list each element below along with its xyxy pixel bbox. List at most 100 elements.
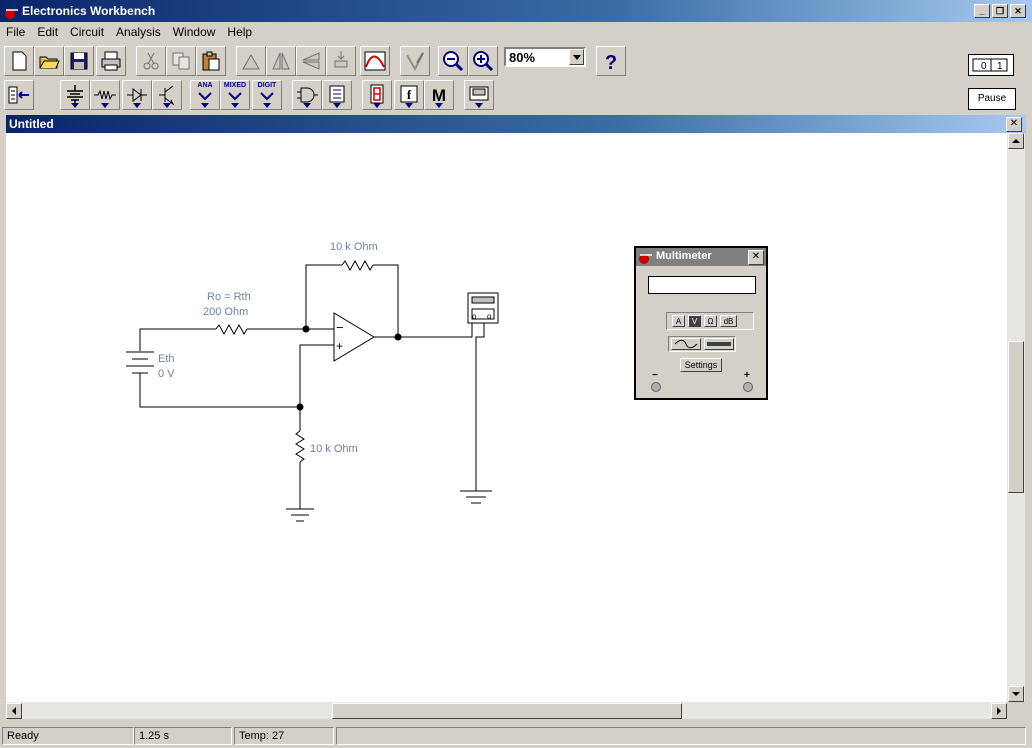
power-switch[interactable]: 0 1: [968, 54, 1014, 76]
circuit-canvas[interactable]: − + o o 10 k Ohm Ro = Rth 200 Ohm Eth 0 …: [6, 133, 1007, 702]
menu-edit[interactable]: Edit: [37, 25, 59, 39]
source-resistor-value: 200 Ohm: [203, 306, 249, 318]
save-button[interactable]: [64, 46, 94, 76]
wire-feedback-left: [305, 264, 342, 327]
terminal-negative[interactable]: [651, 382, 661, 392]
multimeter-mode-group: A V Ω dB: [666, 312, 754, 330]
scroll-right-button[interactable]: [991, 703, 1007, 719]
indicators-bin-button[interactable]: [362, 80, 392, 110]
mode-ohmmeter-button[interactable]: Ω: [704, 315, 717, 327]
op-amp-plus-sign: +: [336, 339, 343, 353]
bottom-resistor[interactable]: [295, 430, 305, 463]
sources-bin-button[interactable]: [60, 80, 90, 110]
status-temperature: Temp: 27: [234, 727, 334, 745]
basic-bin-button[interactable]: [90, 80, 120, 110]
junction-node: [394, 333, 402, 341]
ac-dc-group: [668, 336, 736, 352]
scroll-down-button[interactable]: [1008, 686, 1024, 702]
multimeter-close-button[interactable]: ✕: [748, 250, 764, 265]
miscellaneous-bin-button[interactable]: M: [424, 80, 454, 110]
analog-bin-label: ANA: [197, 82, 213, 89]
analog-ics-bin-button[interactable]: ANA: [190, 80, 220, 110]
scroll-up-button[interactable]: [1008, 133, 1024, 149]
terminal-plus-sign: +: [744, 370, 750, 381]
menu-file[interactable]: File: [6, 25, 26, 39]
component-properties-button[interactable]: [326, 46, 356, 76]
print-button[interactable]: [96, 46, 126, 76]
flip-flop-icon: [329, 85, 345, 103]
menu-circuit[interactable]: Circuit: [70, 25, 105, 39]
menu-analysis[interactable]: Analysis: [116, 25, 161, 39]
zoom-select[interactable]: 80%: [504, 47, 586, 67]
mode-decibel-button[interactable]: dB: [720, 315, 737, 327]
paste-button[interactable]: [196, 46, 226, 76]
cut-button[interactable]: [136, 46, 166, 76]
open-button[interactable]: [34, 46, 64, 76]
scroll-left-button[interactable]: [6, 703, 22, 719]
instrument-icon: [469, 86, 489, 101]
logic-gates-bin-button[interactable]: [292, 80, 322, 110]
digital-bin-button[interactable]: [322, 80, 352, 110]
zoom-dropdown-arrow-icon[interactable]: [569, 49, 584, 65]
favorites-bin-button[interactable]: [4, 80, 34, 110]
favorites-bin-icon: [8, 86, 29, 104]
menu-window[interactable]: Window: [172, 25, 216, 39]
wire-feedback-right: [373, 264, 399, 337]
copy-button[interactable]: [166, 46, 196, 76]
rotate-button[interactable]: [236, 46, 266, 76]
multimeter-app-icon: [639, 254, 652, 264]
op-amp[interactable]: [333, 312, 375, 362]
multimeter-settings-button[interactable]: Settings: [680, 358, 722, 372]
help-button[interactable]: ?: [596, 46, 626, 76]
horizontal-scroll-thumb[interactable]: [332, 703, 682, 719]
analog-ic-icon: [198, 92, 212, 101]
mode-ammeter-button[interactable]: A: [672, 315, 685, 327]
menu-help[interactable]: Help: [227, 25, 253, 39]
multimeter-display: [648, 276, 756, 294]
diodes-bin-button[interactable]: [122, 80, 152, 110]
ground-left: [286, 508, 314, 522]
battery[interactable]: [126, 351, 154, 374]
create-subcircuit-button[interactable]: [360, 46, 390, 76]
instruments-bin-button[interactable]: [464, 80, 494, 110]
menu-bar: File Edit Circuit Analysis Window Help: [0, 22, 1032, 42]
controls-bin-button[interactable]: f: [394, 80, 424, 110]
scroll-up-icon: [1012, 139, 1020, 143]
flip-horizontal-button[interactable]: [266, 46, 296, 76]
probe-button[interactable]: [400, 46, 430, 76]
mode-voltmeter-button[interactable]: V: [688, 315, 701, 327]
digital-ic-icon: [260, 92, 274, 101]
horizontal-scrollbar[interactable]: [6, 702, 1007, 719]
transistors-bin-button[interactable]: [152, 80, 182, 110]
digital-ics-bin-button[interactable]: DIGIT: [252, 80, 282, 110]
wire-output: [374, 323, 473, 338]
zoom-out-button[interactable]: [438, 46, 468, 76]
vertical-scrollbar[interactable]: [1007, 133, 1025, 702]
feedback-resistor[interactable]: [341, 259, 374, 272]
pause-button[interactable]: Pause: [968, 88, 1016, 110]
close-button[interactable]: ✕: [1010, 4, 1026, 18]
multimeter-panel[interactable]: Multimeter ✕ A V Ω dB Settings − +: [634, 246, 768, 400]
scroll-right-icon: [997, 707, 1001, 715]
minimize-button[interactable]: _: [974, 4, 990, 18]
mixed-ics-bin-button[interactable]: MIXED: [220, 80, 250, 110]
sources-bin-icon: [67, 85, 83, 103]
status-simulation-time: 1.25 s: [134, 727, 232, 745]
terminal-positive[interactable]: [743, 382, 753, 392]
multimeter-titlebar[interactable]: Multimeter ✕: [636, 248, 766, 266]
app-logo-icon: [5, 9, 18, 19]
zoom-out-icon: [443, 51, 464, 72]
ac-mode-button[interactable]: [671, 338, 701, 350]
vertical-scroll-thumb[interactable]: [1008, 341, 1024, 493]
zoom-in-button[interactable]: [468, 46, 498, 76]
source-resistor[interactable]: [215, 323, 248, 336]
dc-mode-button[interactable]: [704, 338, 734, 350]
dc-line-icon: [707, 342, 731, 346]
flip-vertical-button[interactable]: [296, 46, 326, 76]
document-close-button[interactable]: ✕: [1006, 117, 1022, 132]
save-disk-icon: [70, 52, 88, 70]
restore-button[interactable]: ❐: [992, 4, 1008, 18]
new-button[interactable]: [4, 46, 34, 76]
zoom-in-icon: [473, 51, 494, 72]
multimeter-title: Multimeter: [656, 250, 712, 262]
